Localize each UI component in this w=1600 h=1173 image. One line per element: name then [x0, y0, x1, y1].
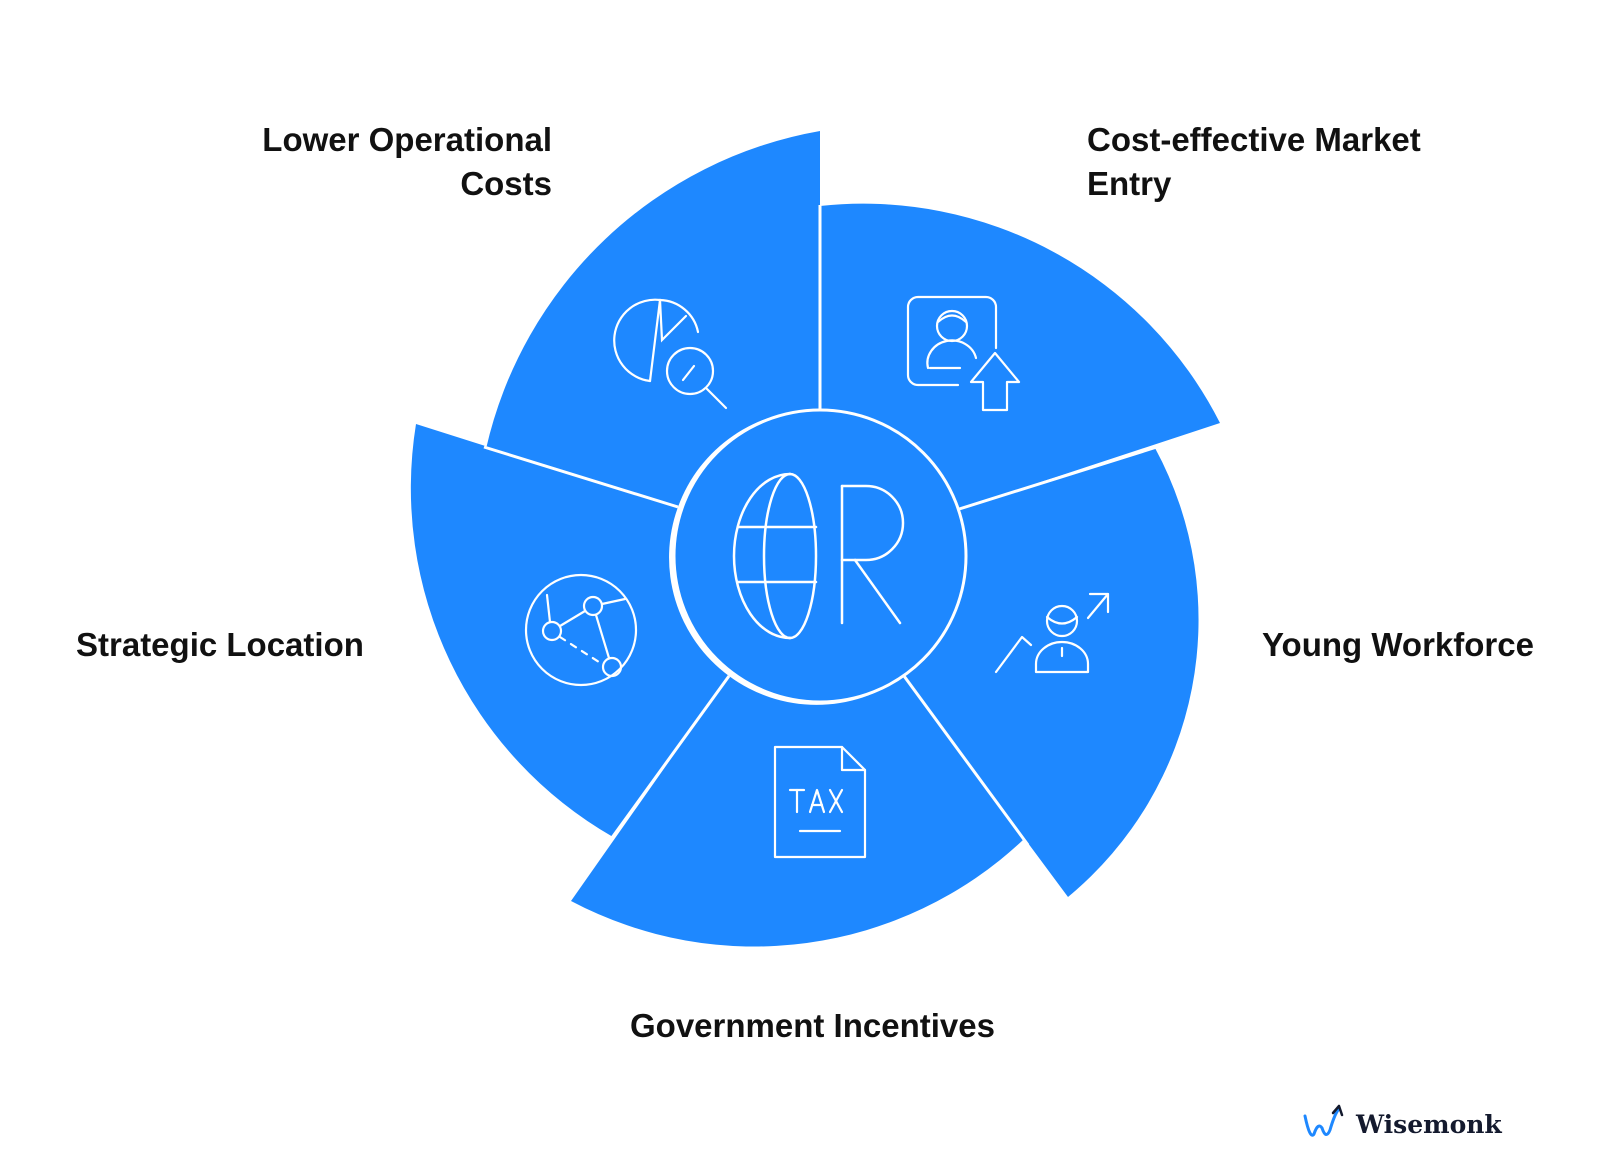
center-circle [672, 408, 968, 704]
wisemonk-logo-icon [1303, 1104, 1344, 1137]
pie-chart-magnifier-icon [613, 298, 728, 410]
globe-route-icon [524, 573, 638, 687]
brand: Wisemonk [1302, 1104, 1502, 1144]
segment-dividers [483, 205, 1161, 847]
label-strategic-location: Strategic Location [76, 626, 364, 663]
label-cost-effective-market-entry: Cost-effective Market Entry [1087, 121, 1421, 202]
person-upload-icon [906, 295, 1021, 412]
label-lower-operational-costs: Lower Operational Costs [262, 121, 552, 202]
er-globe-logo-icon [732, 472, 905, 640]
segment-cost-effective-market-entry [820, 203, 1220, 510]
tax-document-icon [773, 745, 867, 859]
segment-strategic-location [410, 424, 729, 837]
label-young-workforce: Young Workforce [1262, 626, 1534, 663]
label-government-incentives: Government Incentives [630, 1007, 995, 1044]
brand-name: Wisemonk [1356, 1109, 1502, 1139]
segment-lower-operational-costs [486, 131, 820, 507]
person-growth-icon [994, 592, 1110, 674]
